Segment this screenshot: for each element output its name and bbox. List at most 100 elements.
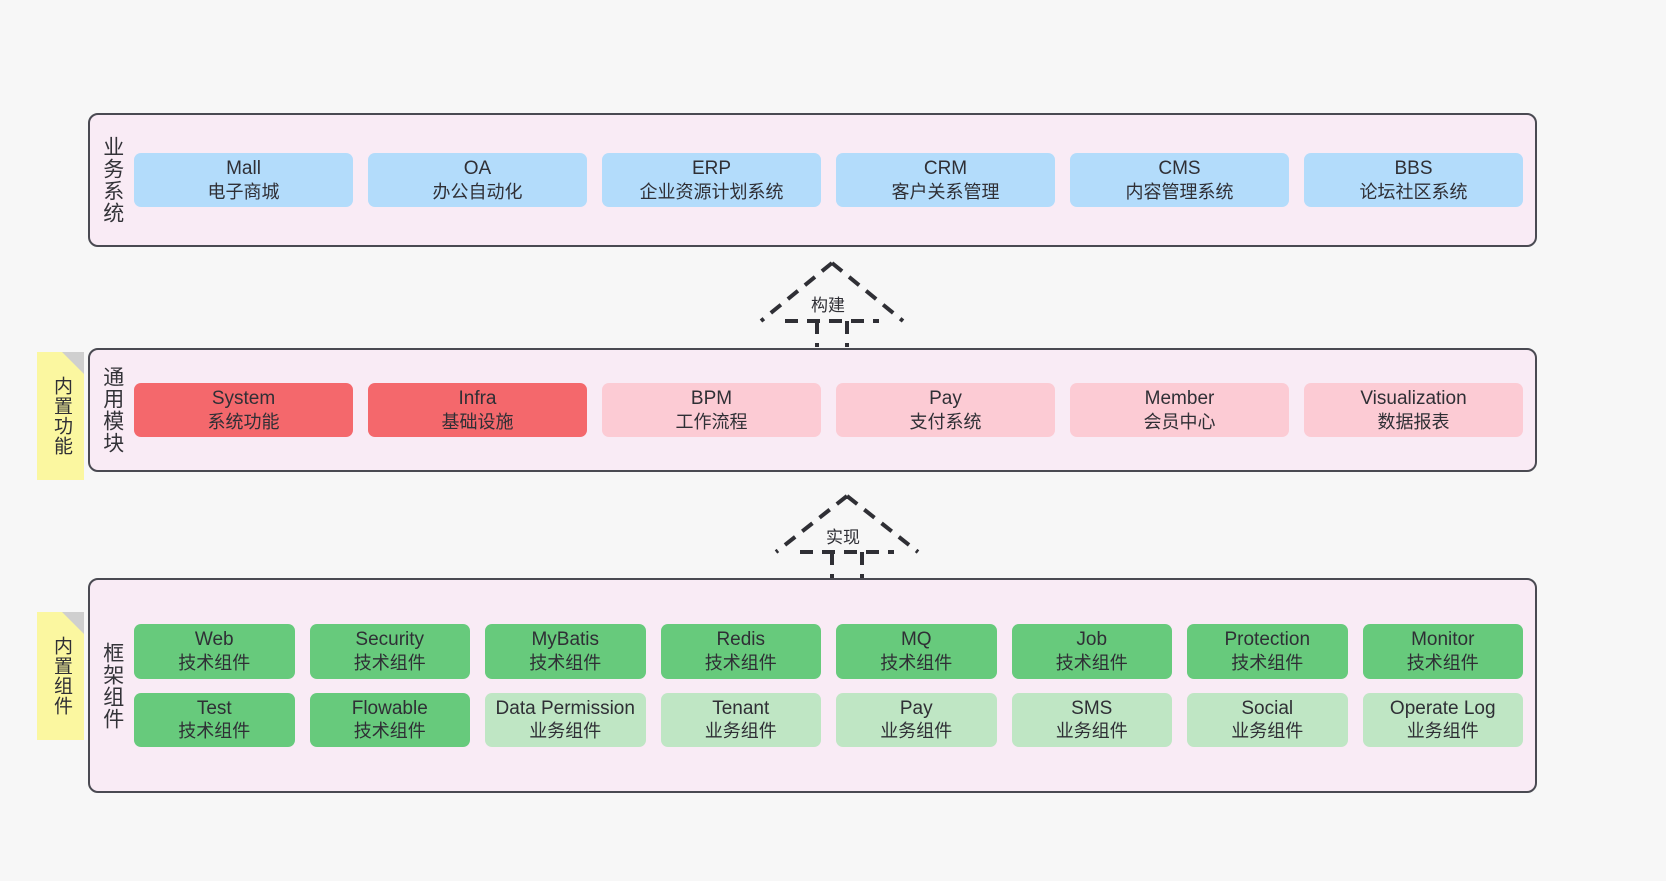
node-title: Redis: [716, 629, 766, 651]
node-title: Member: [1144, 387, 1215, 409]
node-title: Data Permission: [495, 697, 635, 719]
node-title: Mall: [226, 157, 261, 179]
node-flowable[interactable]: Flowable 技术组件: [309, 692, 470, 747]
node-mq[interactable]: MQ 技术组件: [836, 624, 997, 679]
node-social[interactable]: Social 业务组件: [1187, 692, 1348, 747]
node-mall[interactable]: Mall 电子商城: [134, 152, 353, 208]
node-subtitle: 技术组件: [704, 653, 777, 673]
node-visualization[interactable]: Visualization 数据报表: [1304, 382, 1523, 438]
node-title: CMS: [1158, 157, 1201, 179]
node-title: Test: [196, 697, 232, 719]
layer-title-common-module: 通用模块: [100, 366, 124, 454]
node-subtitle: 技术组件: [1055, 653, 1128, 673]
node-test[interactable]: Test 技术组件: [134, 692, 295, 747]
note-fold-icon: [62, 612, 84, 634]
node-subtitle: 技术组件: [1231, 653, 1304, 673]
note-fold-icon: [62, 352, 84, 374]
note-builtin-feature: 内置功能: [37, 352, 84, 480]
node-subtitle: 支付系统: [909, 411, 982, 432]
node-security[interactable]: Security 技术组件: [309, 624, 470, 679]
node-subtitle: 技术组件: [1406, 653, 1479, 673]
generalization-arrow-implement: [772, 492, 922, 580]
node-subtitle: 电子商城: [207, 181, 280, 202]
node-system[interactable]: System 系统功能: [134, 382, 353, 438]
node-title: MyBatis: [531, 629, 600, 651]
node-subtitle: 系统功能: [207, 411, 280, 432]
node-row: Mall 电子商城 OA 办公自动化 ERP 企业资源计划系统 CRM 客户关系…: [134, 152, 1523, 208]
note-builtin-component: 内置组件: [37, 612, 84, 740]
node-subtitle: 技术组件: [353, 653, 426, 673]
node-subtitle: 数据报表: [1377, 411, 1450, 432]
node-pay-module[interactable]: Pay 支付系统: [836, 382, 1055, 438]
node-infra[interactable]: Infra 基础设施: [368, 382, 587, 438]
node-subtitle: 会员中心: [1143, 411, 1216, 432]
node-monitor[interactable]: Monitor 技术组件: [1362, 624, 1523, 679]
node-title: Flowable: [351, 697, 428, 719]
layer-framework-component[interactable]: 框架组件 Web 技术组件 Security 技术组件 MyBatis 技术组件…: [88, 578, 1537, 793]
node-title: MQ: [900, 629, 932, 651]
node-subtitle: 技术组件: [178, 721, 251, 742]
node-oa[interactable]: OA 办公自动化: [368, 152, 587, 208]
node-title: Web: [194, 629, 234, 651]
layer-title-framework-component: 框架组件: [100, 641, 124, 730]
node-subtitle: 业务组件: [529, 721, 602, 742]
node-title: BBS: [1394, 157, 1433, 179]
node-redis[interactable]: Redis 技术组件: [660, 624, 821, 679]
node-pay-component[interactable]: Pay 业务组件: [836, 692, 997, 747]
node-member[interactable]: Member 会员中心: [1070, 382, 1289, 438]
node-subtitle: 业务组件: [880, 721, 953, 742]
node-row: Web 技术组件 Security 技术组件 MyBatis 技术组件 Redi…: [134, 624, 1523, 679]
node-title: Tenant: [712, 697, 770, 719]
node-title: Visualization: [1360, 387, 1467, 409]
node-subtitle: 业务组件: [1231, 721, 1304, 742]
node-sms[interactable]: SMS 业务组件: [1011, 692, 1172, 747]
node-cms[interactable]: CMS 内容管理系统: [1070, 152, 1289, 208]
node-title: Protection: [1224, 629, 1311, 651]
node-bpm[interactable]: BPM 工作流程: [602, 382, 821, 438]
node-title: Pay: [899, 697, 933, 719]
node-subtitle: 办公自动化: [432, 181, 523, 202]
node-subtitle: 技术组件: [880, 653, 953, 673]
note-text: 内置组件: [50, 636, 72, 716]
node-subtitle: 内容管理系统: [1125, 181, 1234, 202]
node-title: Operate Log: [1389, 697, 1496, 719]
node-title: Monitor: [1411, 629, 1475, 651]
node-erp[interactable]: ERP 企业资源计划系统: [602, 152, 821, 208]
node-protection[interactable]: Protection 技术组件: [1187, 624, 1348, 679]
generalization-arrow-build: [757, 259, 907, 349]
node-subtitle: 技术组件: [178, 653, 251, 673]
layer-body-common-module: System 系统功能 Infra 基础设施 BPM 工作流程 Pay 支付系统…: [134, 350, 1535, 470]
node-subtitle: 技术组件: [353, 721, 426, 742]
node-title: Pay: [929, 387, 962, 409]
node-subtitle: 工作流程: [675, 411, 748, 432]
node-subtitle: 企业资源计划系统: [639, 181, 784, 202]
node-subtitle: 论坛社区系统: [1359, 181, 1468, 202]
node-title: Job: [1076, 629, 1108, 651]
node-subtitle: 技术组件: [529, 653, 602, 673]
layer-common-module[interactable]: 通用模块 System 系统功能 Infra 基础设施 BPM 工作流程 Pay…: [88, 348, 1537, 472]
node-bbs[interactable]: BBS 论坛社区系统: [1304, 152, 1523, 208]
node-web[interactable]: Web 技术组件: [134, 624, 295, 679]
connector-label-build: 构建: [811, 296, 845, 315]
node-row: Test 技术组件 Flowable 技术组件 Data Permission …: [134, 692, 1523, 747]
node-subtitle: 基础设施: [441, 411, 514, 432]
node-title: Infra: [458, 387, 497, 409]
node-tenant[interactable]: Tenant 业务组件: [660, 692, 821, 747]
node-data-permission[interactable]: Data Permission 业务组件: [485, 692, 646, 747]
node-title: Social: [1241, 697, 1294, 719]
node-row: System 系统功能 Infra 基础设施 BPM 工作流程 Pay 支付系统…: [134, 382, 1523, 438]
node-crm[interactable]: CRM 客户关系管理: [836, 152, 1055, 208]
node-title: CRM: [923, 157, 968, 179]
connector-label-implement: 实现: [826, 528, 860, 547]
note-text: 内置功能: [50, 376, 72, 456]
node-subtitle: 业务组件: [1406, 721, 1479, 742]
layer-body-framework-component: Web 技术组件 Security 技术组件 MyBatis 技术组件 Redi…: [134, 580, 1535, 791]
node-job[interactable]: Job 技术组件: [1011, 624, 1172, 679]
node-mybatis[interactable]: MyBatis 技术组件: [485, 624, 646, 679]
layer-business-system[interactable]: 业务系统 Mall 电子商城 OA 办公自动化 ERP 企业资源计划系统 CRM…: [88, 113, 1537, 247]
node-operate-log[interactable]: Operate Log 业务组件: [1362, 692, 1523, 747]
node-title: BPM: [690, 387, 733, 409]
node-title: System: [211, 387, 276, 409]
node-title: ERP: [691, 157, 732, 179]
